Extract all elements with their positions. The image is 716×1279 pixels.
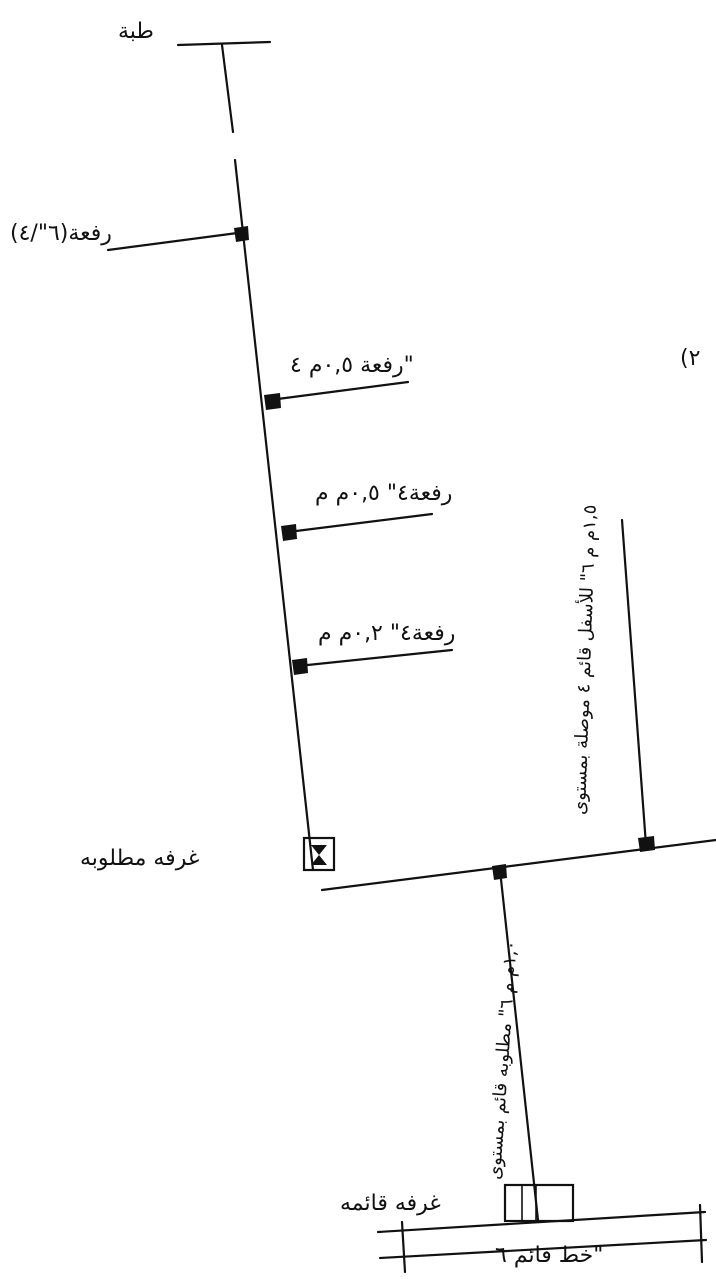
branch-1-joint [234,226,249,242]
lower-pipe-joint [492,864,507,880]
right-riser-line [620,518,648,847]
branch-3-label: رفعة٤" ٠,٥م م [315,481,452,506]
main-pipe-top [220,43,235,134]
right-riser-label: ١,٥م م ٦" للأسفل قائم ٤ موصلة بمستوى [568,504,601,815]
right-riser-joint [638,836,655,852]
existing-line-top [376,1210,707,1234]
lower-pipe-label: ١,٠م م ٦" مطلوبه قائم بمستوى [484,940,522,1180]
branch-4-line [296,648,454,668]
chamber-valve-symbol [311,845,327,865]
required-chamber-label: غرفه مطلوبه [80,846,199,871]
existing-chamber-box [503,1183,575,1223]
existing-line-left-bracket [400,1220,407,1274]
required-chamber-box [302,836,336,872]
branch-2-line [268,380,410,402]
branch-3-line [286,512,434,534]
branch-1-line [106,230,247,252]
existing-line-right-bracket [698,1203,704,1264]
branch-2-label: رفعة ٠,٥م ٤" [290,353,414,378]
branch-4-joint [292,658,308,675]
branch-4-label: رفعة٤" ٠,٢م م [318,621,455,646]
top-label: طبة [118,19,154,44]
horizontal-main-line [320,838,716,892]
existing-line-bottom [378,1238,708,1260]
edge-fragment-label: (٢ [680,346,700,371]
existing-line-label: خط قائم ٦" [495,1243,603,1268]
branch-1-label: رفعة(٦"/٤) [10,221,112,246]
top-cap-line [176,40,272,47]
branch-2-joint [264,393,281,410]
existing-chamber-label: غرفه قائمه [340,1191,441,1216]
branch-3-joint [281,524,297,541]
lower-pipe-line [498,868,540,1222]
main-pipe [233,158,315,872]
